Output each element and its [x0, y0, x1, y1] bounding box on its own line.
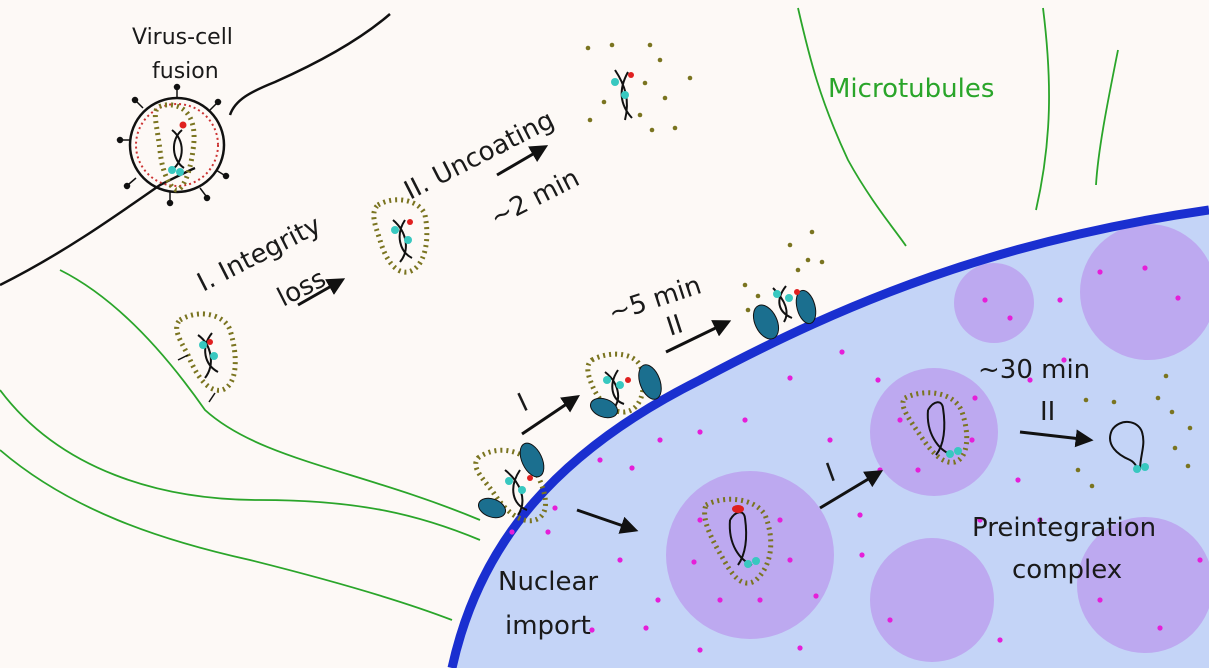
- microtubules: [0, 7, 1119, 621]
- nuclear-envelope: [447, 205, 1209, 668]
- fusing-virion: [116, 83, 230, 207]
- capsid-at-nuclear-body: [900, 390, 970, 465]
- time-5min-label: ~5 min: [605, 271, 705, 329]
- capsid-on-microtubule: [174, 311, 238, 403]
- microtubules-label: Microtubules: [828, 74, 994, 104]
- uncoated-genome-cytoplasm: [585, 42, 693, 133]
- step-I-label-pore: I: [513, 388, 533, 418]
- genome-at-pore: [742, 229, 825, 340]
- nuclear-import-label-line1: Nuclear: [498, 567, 598, 597]
- integrity-loss-label-line2: loss: [273, 264, 331, 314]
- nuclear-bodies: [666, 224, 1209, 662]
- capsid-in-nucleus: [702, 496, 774, 586]
- plasma-membrane: [0, 13, 391, 287]
- magenta-dots: [509, 265, 1203, 653]
- step-II-label-nucleus: II: [1040, 397, 1055, 427]
- arrows: [297, 145, 1094, 534]
- preintegration-label-line2: complex: [1012, 555, 1122, 585]
- capsid-entering-pore: [473, 442, 548, 524]
- preintegration-label-line1: Preintegration: [972, 513, 1156, 543]
- preintegration-complex: [1075, 373, 1193, 489]
- step-II-label-pore: II: [663, 309, 687, 342]
- nuclear-import-label-line2: import: [505, 611, 591, 641]
- capsid-at-pore: [585, 351, 662, 419]
- fusion-label-line1: Virus-cell: [132, 25, 233, 50]
- time-30min-label: ~30 min: [978, 355, 1090, 385]
- fusion-label-line2: fusion: [152, 59, 219, 84]
- capsid-integrity-loss: [371, 197, 430, 275]
